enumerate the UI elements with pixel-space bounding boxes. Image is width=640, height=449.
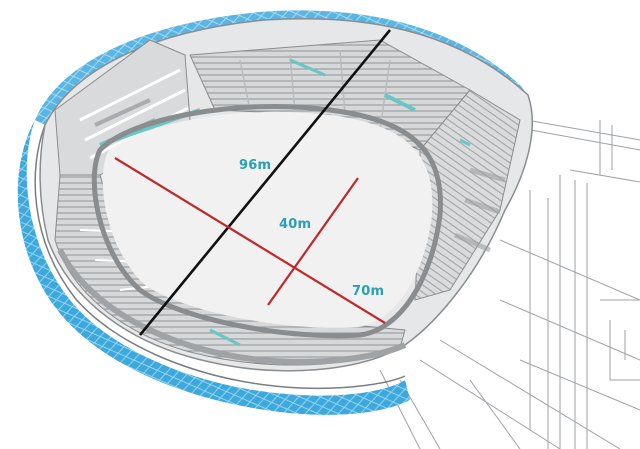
label-96m: 96m <box>239 158 272 173</box>
facade-ring <box>17 10 528 415</box>
dimension-line-40m <box>267 177 359 306</box>
dimension-line-70m <box>114 157 386 324</box>
label-40m: 40m <box>279 217 312 232</box>
pitch <box>102 111 433 328</box>
dimension-lines <box>114 29 392 336</box>
site-plan-drawing <box>379 117 640 449</box>
dimension-line-96m <box>138 29 392 336</box>
label-70m: 70m <box>352 284 385 299</box>
